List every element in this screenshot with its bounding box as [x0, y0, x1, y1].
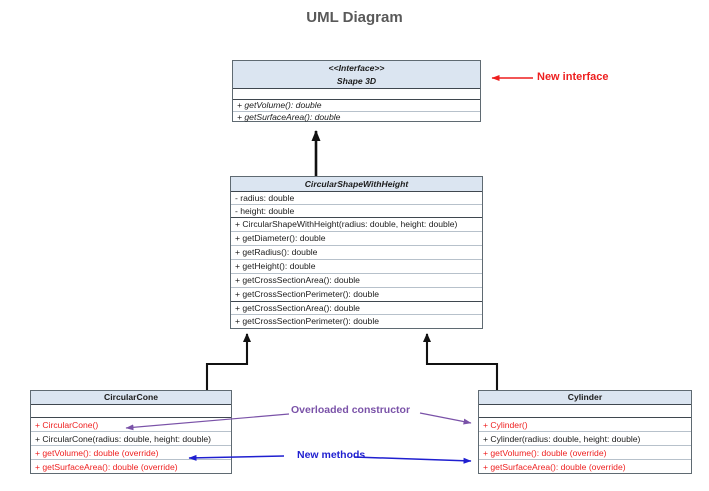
- class-name-shape3d: Shape 3D: [336, 76, 377, 86]
- class-name-cylinder: Cylinder: [479, 391, 691, 405]
- method-row: + getVolume(): double (override): [31, 446, 231, 460]
- method-row: + getSurfaceArea(): double (override): [483, 461, 626, 472]
- class-box-cylinder: Cylinder + Cylinder() + Cylinder(radius:…: [478, 390, 692, 474]
- inheritance-arrow-cylinder: [423, 333, 499, 390]
- overloaded-constructor-arrow-right: [419, 412, 472, 425]
- method-row: + CircularCone(): [31, 418, 231, 432]
- method-row: + getCrossSectionArea(): double: [231, 302, 482, 316]
- attributes-compartment-empty: [31, 405, 231, 418]
- method-row: + getHeight(): double: [231, 260, 482, 274]
- method-row: + getRadius(): double: [231, 246, 482, 260]
- attributes-compartment-empty: [479, 405, 691, 418]
- method-row: + CircularShapeWithHeight(radius: double…: [231, 218, 482, 233]
- method-row: + CircularCone(radius: double, height: d…: [31, 432, 231, 446]
- overloaded-constructor-label: Overloaded constructor: [291, 404, 411, 416]
- new-interface-label: New interface: [537, 71, 609, 83]
- new-methods-label: New methods: [297, 449, 366, 461]
- method-row: + getCrossSectionPerimeter(): double: [231, 288, 482, 302]
- class-name-circularshapewithheight: CircularShapeWithHeight: [231, 177, 482, 192]
- inheritance-arrow-cone: [205, 333, 251, 390]
- class-box-circularshapewithheight: CircularShapeWithHeight - radius: double…: [230, 176, 483, 329]
- method-row: + getCrossSectionArea(): double: [231, 274, 482, 288]
- method-row: + getSurfaceArea(): double: [237, 111, 341, 122]
- attributes-compartment-empty: [233, 89, 480, 100]
- attribute-row: - height: double: [231, 205, 482, 219]
- class-box-circularcone: CircularCone + CircularCone() + Circular…: [30, 390, 232, 474]
- method-row: + Cylinder(radius: double, height: doubl…: [479, 432, 691, 446]
- method-row: + getVolume(): double: [233, 100, 480, 112]
- class-header-shape3d: <<Interface>> Shape 3D: [233, 61, 480, 89]
- class-name-circularcone: CircularCone: [31, 391, 231, 405]
- attribute-row: - radius: double: [231, 192, 482, 206]
- stereotype-label: <<Interface>>: [328, 63, 385, 73]
- class-box-shape3d: <<Interface>> Shape 3D + getVolume(): do…: [232, 60, 481, 122]
- method-row: + getCrossSectionPerimeter(): double: [235, 316, 380, 327]
- method-row: + getSurfaceArea(): double (override): [35, 461, 178, 472]
- method-row: + getVolume(): double (override): [479, 446, 691, 460]
- page-title: UML Diagram: [306, 9, 403, 26]
- new-methods-arrow-right: [353, 456, 472, 464]
- method-row: + getDiameter(): double: [231, 232, 482, 246]
- method-row: + Cylinder(): [479, 418, 691, 432]
